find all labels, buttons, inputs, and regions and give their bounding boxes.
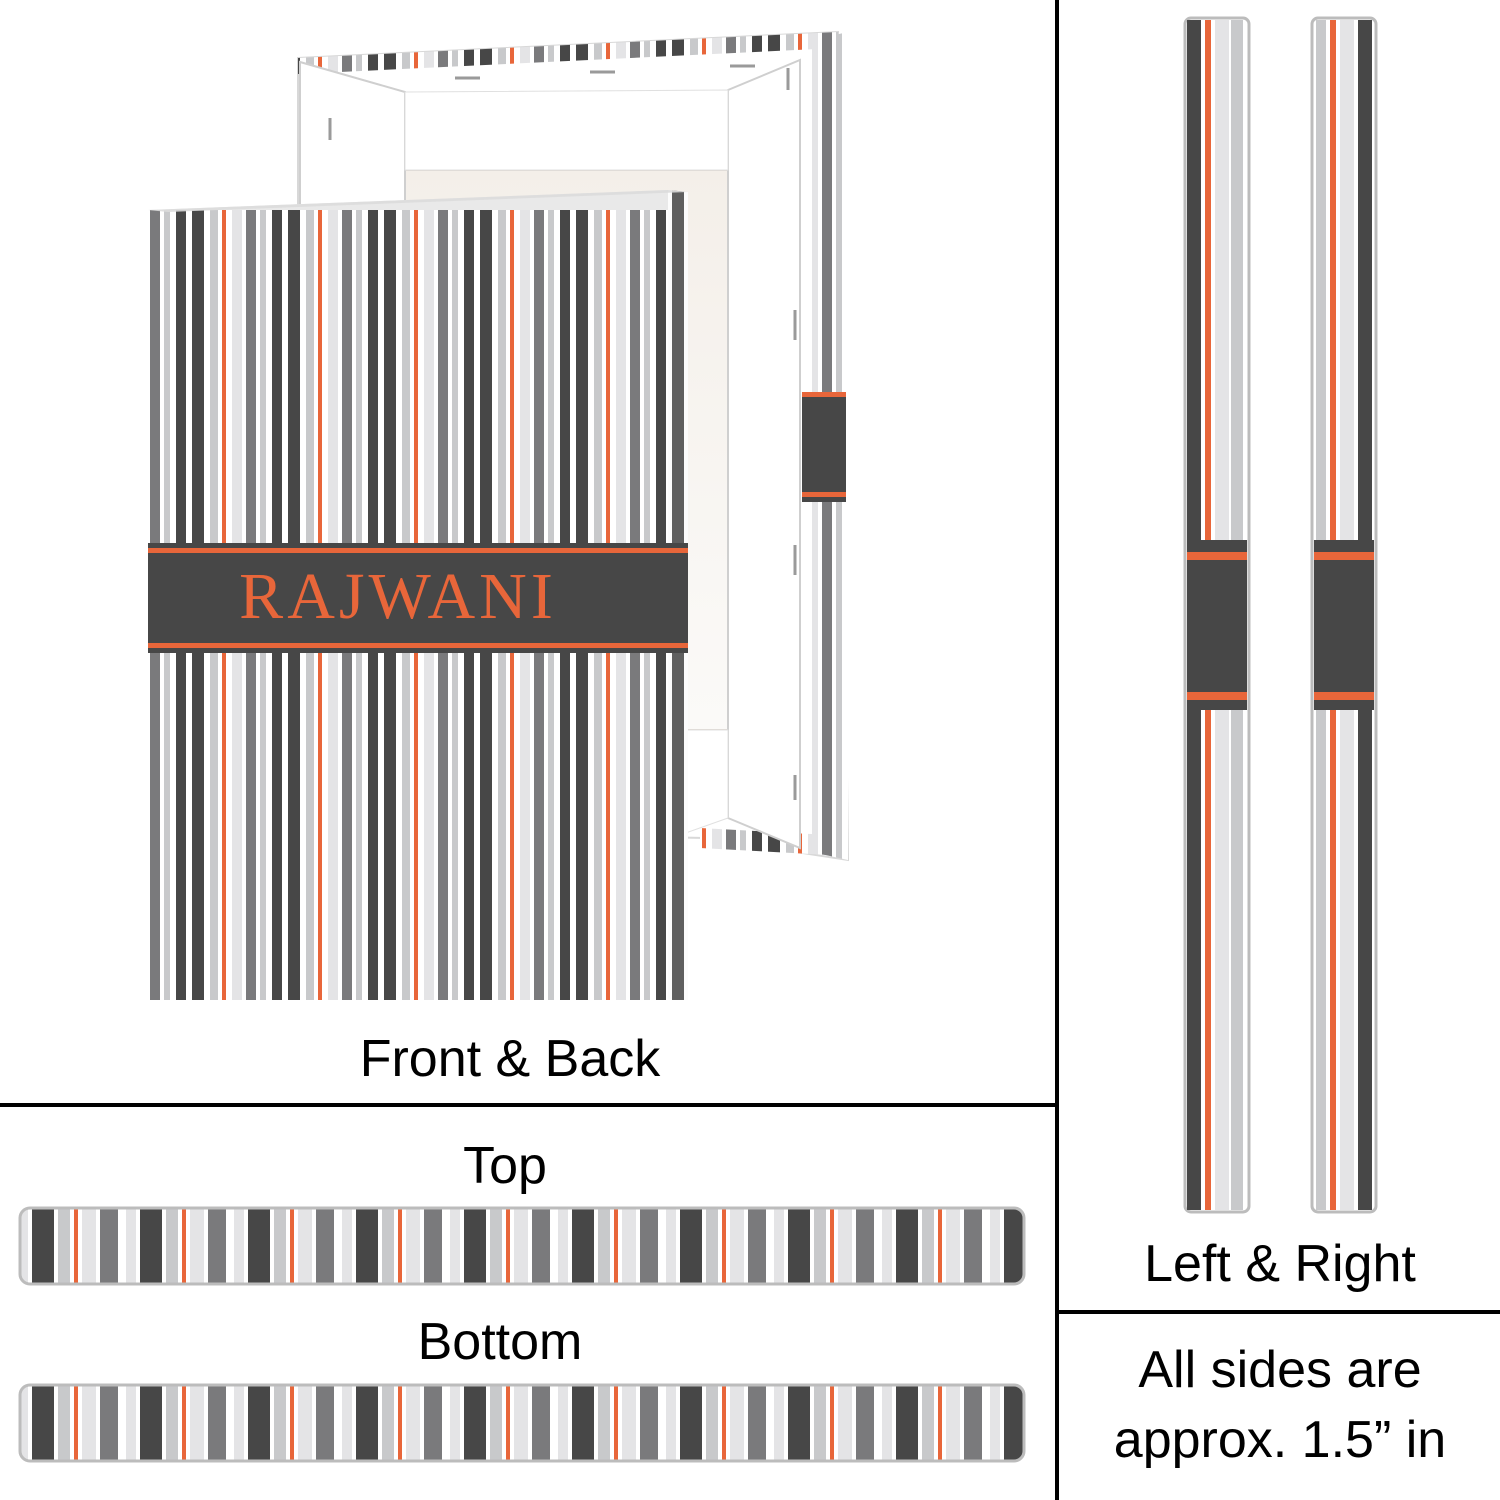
left-edge-strip — [1183, 16, 1251, 1214]
horizontal-divider-left — [0, 1103, 1057, 1107]
staples — [328, 64, 797, 800]
caption-top: Top — [463, 1137, 547, 1195]
vertical-divider — [1055, 0, 1059, 1500]
top-edge-strip — [18, 1206, 1026, 1286]
right-edge-strip — [1310, 16, 1378, 1214]
caption-left-right: Left & Right — [1144, 1235, 1416, 1293]
caption-front-back: Front & Back — [359, 1030, 661, 1088]
dimensions-note-line1: All sides are — [1138, 1341, 1422, 1399]
dimensions-note-line2: approx. 1.5” in — [1113, 1411, 1447, 1469]
front-back-illustration: RAJWANI — [148, 30, 850, 1000]
canvas-front: RAJWANI — [148, 190, 688, 1000]
monogram-name: RAJWANI — [239, 560, 557, 633]
caption-bottom: Bottom — [417, 1313, 583, 1371]
bottom-edge-strip — [18, 1383, 1026, 1463]
horizontal-divider-right — [1057, 1310, 1500, 1314]
